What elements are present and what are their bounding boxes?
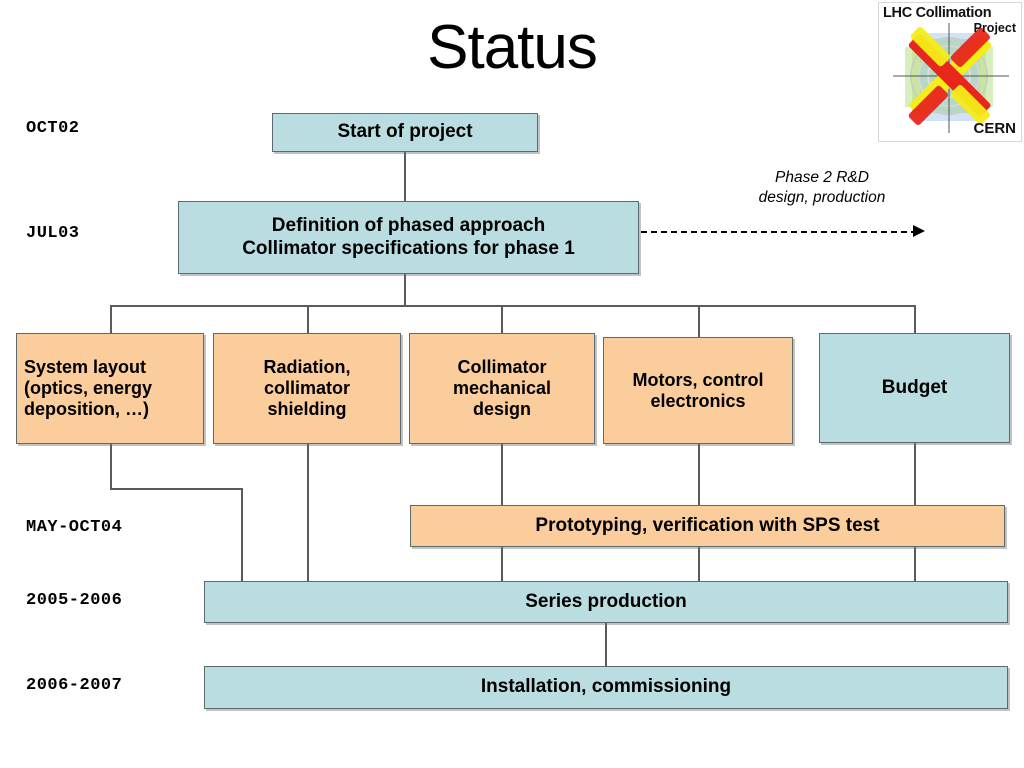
node-budget-label: Budget [881,376,948,398]
node-collimator-design-label: Collimator mechanical design [453,357,551,420]
node-prototyping-label: Prototyping, verification with SPS test [535,514,880,536]
connector-motors-to-prototyping [698,443,700,506]
node-motors-control-electronics[interactable]: Motors, control electronics [603,337,793,444]
connector-bus-drop-budget [914,305,916,335]
node-system-layout-line3: deposition, …) [24,398,149,419]
node-collimator-design-line3: design [472,398,531,419]
node-prototyping-sps-test[interactable]: Prototyping, verification with SPS test [410,505,1005,547]
connector-definition-to-bus [404,274,406,306]
timeline-label-oct02: OCT02 [26,119,80,138]
node-series-production[interactable]: Series production [204,581,1008,623]
connector-bus-drop-system-layout [110,305,112,335]
node-system-layout-line2: (optics, energy [24,378,153,399]
node-motors-line2: electronics [650,390,746,411]
node-radiation-line3: shielding [267,398,347,419]
node-start-of-project[interactable]: Start of project [272,113,538,152]
node-collimator-mechanical-design[interactable]: Collimator mechanical design [409,333,595,444]
timeline-label-2005-2006: 2005-2006 [26,591,123,610]
logo-graphic-icon [893,23,1009,133]
connector-prototyping-to-series-right [914,546,916,582]
node-motors-label: Motors, control electronics [633,370,764,412]
phase2-arrowhead-icon [913,225,925,237]
node-installation-commissioning[interactable]: Installation, commissioning [204,666,1008,709]
logo-cern-label: CERN [973,120,1016,137]
node-collimator-design-line2: mechanical [452,378,552,399]
connector-bus-drop-radiation [307,305,309,335]
phase2-annotation-line1: Phase 2 R&D [775,169,869,186]
node-radiation-label: Radiation, collimator shielding [263,357,350,420]
node-definition-label: Definition of phased approach Collimator… [242,215,575,259]
connector-radiation-to-series [307,443,309,582]
connector-budget-to-prototyping [914,443,916,506]
connector-system-layout-down [110,443,112,489]
node-radiation-line1: Radiation, [263,357,351,378]
logo-title-line1: LHC Collimation [883,5,992,21]
phase2-annotation-line2: design, production [758,189,886,206]
node-start-of-project-label: Start of project [337,121,473,143]
node-budget[interactable]: Budget [819,333,1010,443]
connector-collimator-design-to-prototyping [501,443,503,506]
node-series-production-label: Series production [525,590,687,612]
connector-prototyping-to-series-mid [698,546,700,582]
node-motors-line1: Motors, control [632,369,764,390]
phase2-annotation: Phase 2 R&D design, production [712,168,932,208]
logo-title-line2: Project [973,21,1016,35]
connector-system-layout-to-series [241,488,243,582]
lhc-collimation-project-logo: LHC Collimation Project CERN [878,2,1022,142]
connector-start-to-definition [404,151,406,203]
connector-bus-drop-collimator-design [501,305,503,335]
node-definition-line2: Collimator specifications for phase 1 [242,237,575,259]
connector-prototyping-to-series-left [501,546,503,582]
node-installation-label: Installation, commissioning [480,676,732,698]
page-title: Status [427,13,598,82]
timeline-label-jul03: JUL03 [26,224,80,243]
node-system-layout-label: System layout (optics, energy deposition… [24,357,152,420]
node-radiation-line2: collimator [263,378,350,399]
node-system-layout[interactable]: System layout (optics, energy deposition… [16,333,204,444]
connector-bus-horizontal [110,305,915,307]
connector-series-to-installation [605,623,607,666]
node-definition-line1: Definition of phased approach [271,215,546,237]
timeline-label-may-oct04: MAY-OCT04 [26,518,123,537]
connector-bus-drop-motors [698,305,700,337]
node-definition-of-phased-approach[interactable]: Definition of phased approach Collimator… [178,201,639,274]
phase2-dashed-arrow [641,231,917,233]
connector-system-layout-right [110,488,242,490]
timeline-label-2006-2007: 2006-2007 [26,676,123,695]
node-system-layout-line1: System layout [24,357,147,378]
node-radiation-collimator-shielding[interactable]: Radiation, collimator shielding [213,333,401,444]
node-collimator-design-line1: Collimator [457,357,547,378]
